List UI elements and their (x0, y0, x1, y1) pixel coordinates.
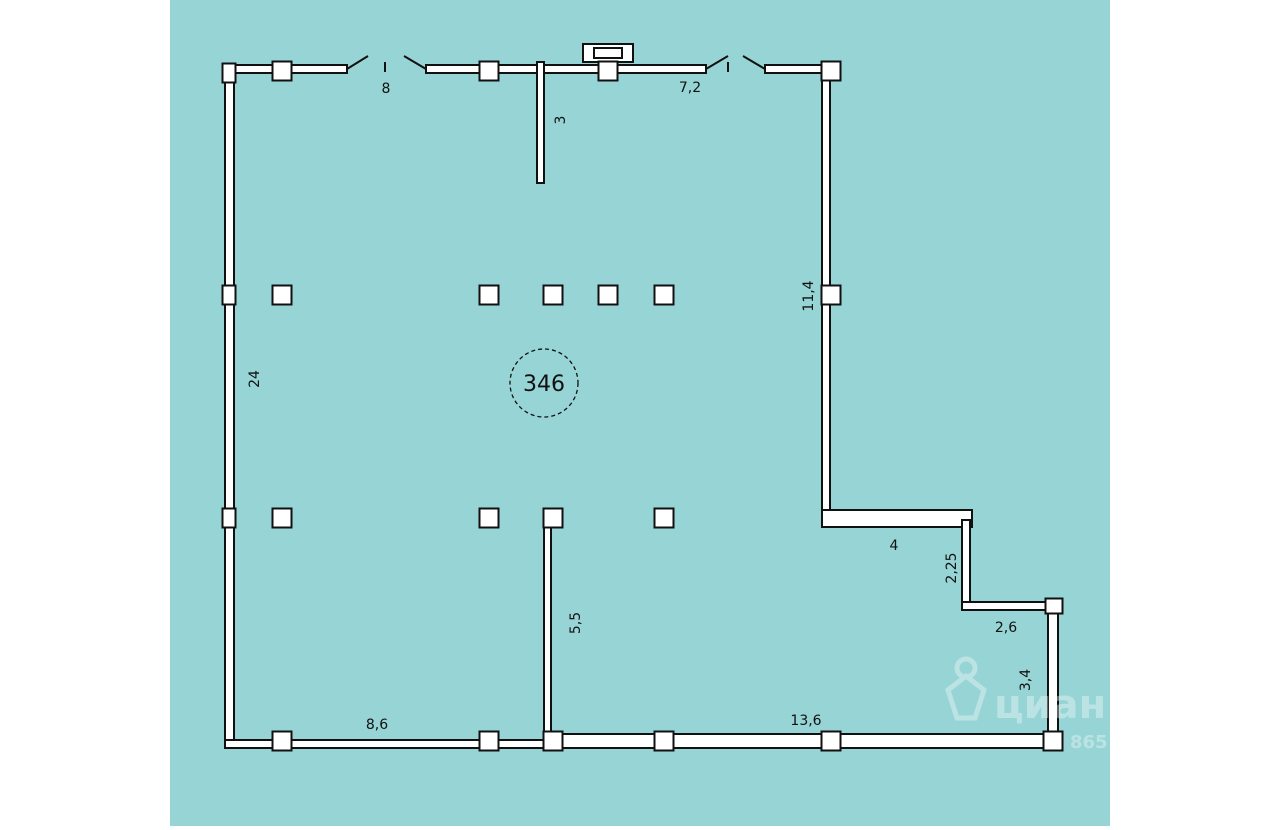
dim-partition-bottom: 5,5 (568, 612, 584, 634)
area-label: 346 (523, 372, 565, 397)
wall-top-segment-2 (425, 64, 707, 74)
walls (224, 61, 1059, 749)
dim-right-lower: 3,4 (1018, 669, 1034, 691)
column-13 (221, 507, 237, 529)
door-leaf-1a (346, 55, 369, 70)
dim-partition-top: 3 (553, 116, 569, 125)
dim-step-horizontal: 4 (890, 538, 899, 554)
dim-top-left: 8 (382, 81, 391, 97)
column-6 (221, 284, 237, 306)
wall-bottom-right (545, 733, 1059, 749)
dim-left: 24 (247, 370, 263, 388)
column-20 (542, 730, 564, 752)
vent-unit (582, 43, 634, 63)
column-12 (820, 284, 842, 306)
partition-top (536, 61, 545, 184)
column-18 (271, 730, 293, 752)
column-2 (271, 60, 293, 82)
door-leaf-1b (403, 55, 427, 70)
wall-step-horizontal (821, 509, 973, 528)
column-11 (653, 284, 675, 306)
column-10 (597, 284, 619, 306)
dim-right-upper: 11,4 (801, 280, 817, 311)
wall-step-vertical (961, 519, 971, 611)
watermark-brand: циан (994, 682, 1106, 728)
watermark: циан 865 (945, 656, 1108, 753)
dim-top-right: 7,2 (679, 80, 701, 96)
column-7 (271, 284, 293, 306)
vent-inner (593, 47, 623, 59)
column-4 (597, 60, 619, 82)
column-22 (820, 730, 842, 752)
column-19 (478, 730, 500, 752)
doors (346, 55, 766, 72)
area-circle (509, 348, 579, 418)
location-pin-icon (945, 656, 987, 721)
column-3 (478, 60, 500, 82)
watermark-code: 865 (1070, 732, 1108, 753)
column-14 (271, 507, 293, 529)
column-15 (478, 507, 500, 529)
wall-left (224, 69, 235, 749)
door-leaf-2a (705, 55, 729, 70)
column-8 (478, 284, 500, 306)
column-24 (1044, 597, 1064, 615)
dim-step-small: 2,6 (995, 620, 1017, 636)
column-23 (1042, 730, 1064, 752)
plan-background (170, 0, 1110, 826)
columns (221, 60, 1064, 752)
column-5 (820, 60, 842, 82)
wall-step-small (961, 601, 1058, 611)
column-21 (653, 730, 675, 752)
dim-bottom-right: 13,6 (790, 713, 821, 729)
partition-bottom (543, 517, 552, 745)
dim-step-vertical: 2,25 (944, 552, 960, 583)
column-9 (542, 284, 564, 306)
column-17 (653, 507, 675, 529)
column-16 (542, 507, 564, 529)
column-1 (221, 62, 237, 84)
door-leaf-2b (742, 55, 766, 70)
dim-bottom-left: 8,6 (366, 717, 388, 733)
